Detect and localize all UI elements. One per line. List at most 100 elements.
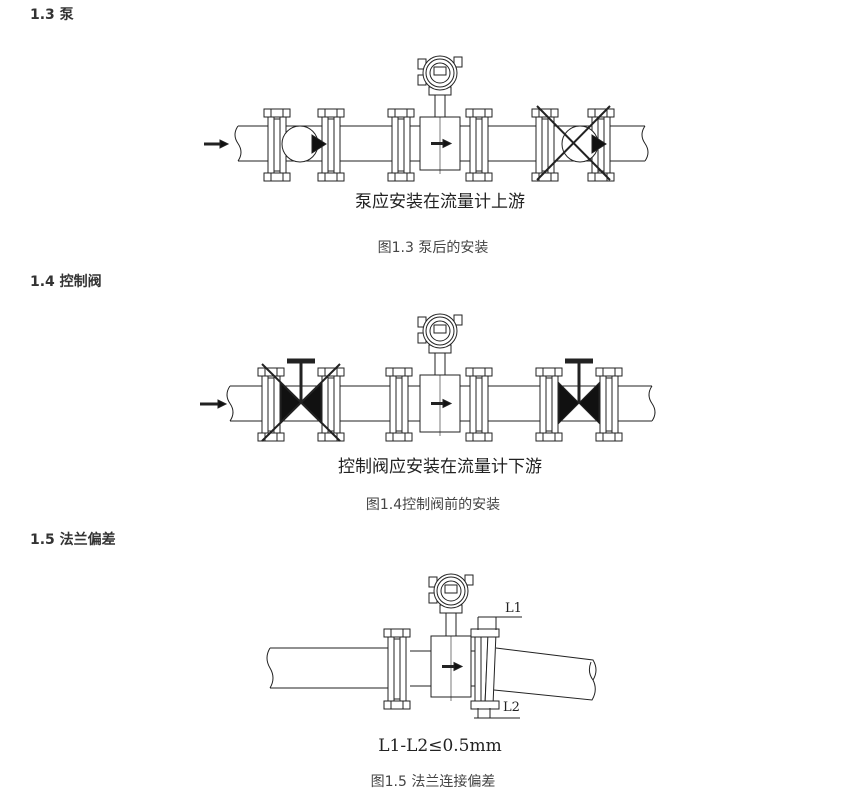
flange — [469, 371, 477, 438]
flow-arrow-head — [442, 138, 453, 149]
transmitter-window — [429, 62, 451, 84]
flow-arrow-head — [453, 661, 464, 672]
flange — [267, 112, 275, 178]
gasket — [545, 377, 553, 432]
cable-gland — [453, 314, 463, 326]
gasket — [541, 118, 549, 172]
bolt — [470, 628, 500, 638]
flange — [481, 112, 489, 178]
bolt — [317, 108, 345, 118]
diagram-text-pump: 泵应安装在流量计上游 — [355, 192, 525, 212]
section-heading-pump: 1.3 泵 — [30, 7, 74, 23]
transmitter-head — [433, 573, 469, 609]
flange — [389, 371, 397, 438]
bolt — [465, 367, 493, 377]
meter-stem — [434, 95, 446, 117]
flange — [261, 371, 269, 438]
bolt — [535, 432, 563, 442]
bolt — [535, 367, 563, 377]
diagram-text-formula: L1-L2≤0.5mm — [378, 736, 501, 756]
bolt — [383, 628, 411, 638]
diagram-control-valve-installation — [200, 313, 656, 442]
flange — [387, 632, 395, 706]
bolt — [317, 172, 345, 182]
transmitter-head — [422, 313, 458, 349]
meter-stem — [445, 613, 457, 636]
flange — [333, 112, 341, 178]
gasket — [393, 638, 401, 700]
flange — [474, 632, 482, 706]
flange — [611, 371, 619, 438]
bolt — [385, 367, 413, 377]
bolt — [595, 367, 623, 377]
transmitter-bezel — [425, 58, 455, 88]
pipe-break — [266, 647, 274, 689]
bolt — [587, 172, 615, 182]
bolt — [531, 172, 559, 182]
label-l1: L1 — [505, 601, 522, 616]
cross-mark — [536, 105, 611, 181]
transmitter-bezel — [436, 576, 466, 606]
flange — [403, 112, 411, 178]
transmitter-bezel — [425, 316, 455, 346]
flow-arrow-head — [442, 398, 453, 409]
bolt — [383, 700, 411, 710]
gasket — [475, 118, 483, 172]
transmitter-window — [440, 580, 462, 602]
bolt — [595, 432, 623, 442]
gasket — [327, 377, 335, 432]
section-heading-control-valve: 1.4 控制阀 — [30, 274, 102, 290]
bolt — [263, 108, 291, 118]
cross-mark — [261, 363, 341, 442]
flange — [333, 371, 341, 438]
section-heading-flange-deviation: 1.5 法兰偏差 — [30, 532, 116, 548]
diagram-pump-installation — [204, 55, 649, 182]
figure-caption-1-5: 图1.5 法兰连接偏差 — [370, 774, 496, 790]
meter-stem — [434, 353, 446, 375]
label-l2: L2 — [503, 700, 520, 715]
flange — [535, 112, 543, 178]
flange — [481, 371, 489, 438]
gasket — [605, 377, 613, 432]
cable-gland — [464, 574, 474, 586]
display-lcd — [444, 584, 458, 594]
figure-caption-1-4: 图1.4控制阀前的安装 — [365, 497, 501, 513]
bolt — [263, 172, 291, 182]
pipe-break — [648, 385, 656, 422]
bolt — [465, 432, 493, 442]
bolt — [465, 108, 493, 118]
flange — [391, 112, 399, 178]
flange — [539, 371, 547, 438]
slanted-pipe — [493, 647, 597, 701]
flange — [399, 632, 407, 706]
gasket — [267, 377, 275, 432]
gasket — [273, 118, 281, 172]
flange — [401, 371, 409, 438]
pipe-break — [226, 385, 234, 422]
flange — [469, 112, 477, 178]
diagram-flange-deviation — [266, 573, 597, 719]
bolt — [465, 172, 493, 182]
display-lcd — [433, 324, 447, 334]
bolt — [470, 700, 500, 710]
bolt — [385, 432, 413, 442]
pump-triangle — [311, 134, 327, 154]
flow-arrow-head — [219, 139, 230, 149]
pipe-break — [234, 125, 242, 162]
gasket — [395, 377, 403, 432]
bolt — [387, 108, 415, 118]
flange — [551, 371, 559, 438]
transmitter-window — [429, 320, 451, 342]
transmitter-head — [422, 55, 458, 91]
gasket — [397, 118, 405, 172]
cable-gland — [453, 56, 463, 68]
flange — [599, 371, 607, 438]
display-lcd — [433, 66, 447, 76]
bolt — [587, 108, 615, 118]
pipe-break — [641, 125, 649, 162]
pump-triangle — [591, 134, 607, 154]
diagram-text-valve: 控制阀应安装在流量计下游 — [338, 457, 542, 477]
gasket — [475, 377, 483, 432]
flow-arrow-head — [217, 399, 228, 409]
figure-caption-1-3: 图1.3 泵后的安装 — [377, 240, 489, 256]
